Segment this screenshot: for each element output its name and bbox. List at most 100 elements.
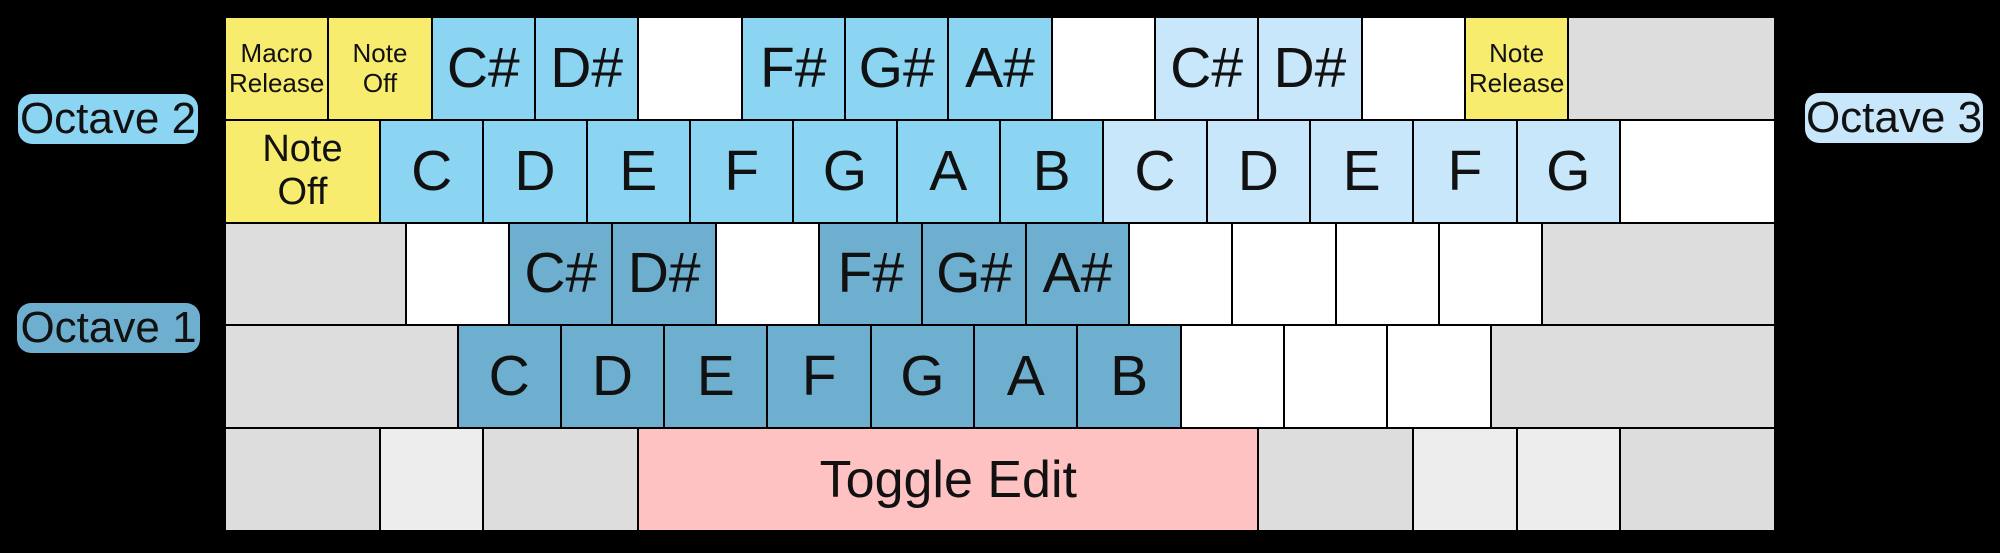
key-label: D — [1237, 138, 1279, 203]
key-label: E — [619, 138, 658, 203]
key-label: D — [514, 138, 556, 203]
key-tab: Note Off — [225, 119, 380, 223]
octave-2-label: Octave 2 — [18, 94, 198, 144]
key-label: G# — [936, 241, 1013, 306]
key-label: B — [1032, 138, 1071, 203]
key-label: F — [1447, 138, 1483, 203]
key-6: G# — [844, 17, 949, 120]
key-u: B — [999, 119, 1104, 223]
key-0: D# — [1258, 17, 1362, 120]
key-label: C# — [524, 241, 598, 306]
key-label: Toggle Edit — [819, 450, 1077, 509]
key-w: D — [483, 119, 587, 223]
key-label: Note Off — [352, 37, 408, 99]
key-4 — [638, 17, 742, 120]
key-label: F — [724, 138, 760, 203]
key-s: C# — [509, 222, 613, 326]
key-label: D# — [550, 35, 624, 100]
key-n: A — [974, 325, 1078, 429]
key-menu — [1516, 428, 1620, 531]
key-f — [715, 222, 820, 326]
key-comma — [1180, 325, 1285, 429]
key-o: D — [1206, 119, 1310, 223]
key-9: C# — [1154, 17, 1259, 120]
key-label: C — [488, 344, 530, 409]
key-label: Note Off — [262, 127, 343, 214]
key-win-right — [1413, 428, 1517, 531]
key-period — [1284, 325, 1388, 429]
keyboard-row-space: Toggle Edit — [225, 428, 1775, 531]
key-label: D# — [1273, 35, 1347, 100]
key-8 — [1051, 17, 1155, 120]
key-capslock — [225, 222, 406, 326]
keyboard-row-home: C# D# F# G# A# — [225, 222, 1775, 326]
key-1: Note Off — [328, 17, 432, 120]
key-label: C — [1134, 138, 1176, 203]
key-win-left — [380, 428, 484, 531]
key-minus — [1361, 17, 1465, 120]
key-equals: Note Release — [1464, 17, 1569, 120]
key-c: E — [664, 325, 768, 429]
key-5: F# — [741, 17, 845, 120]
key-ctrl-left — [225, 428, 380, 531]
key-ctrl-right — [1619, 428, 1775, 531]
key-i: C — [1103, 119, 1207, 223]
key-label: F — [801, 344, 837, 409]
key-t: G — [793, 119, 897, 223]
key-label: C — [411, 138, 453, 203]
key-enter — [1542, 222, 1775, 326]
key-shift-right — [1490, 325, 1775, 429]
key-m: B — [1077, 325, 1181, 429]
key-label: F# — [837, 241, 905, 306]
key-q: C — [380, 119, 484, 223]
key-label: E — [1342, 138, 1381, 203]
key-alt-left — [483, 428, 639, 531]
key-y: A — [896, 119, 1000, 223]
key-l — [1232, 222, 1336, 326]
key-label: G — [900, 344, 945, 409]
key-3: D# — [534, 17, 639, 120]
key-b: G — [870, 325, 975, 429]
key-label: E — [696, 344, 735, 409]
key-label: D — [591, 344, 634, 409]
key-label: F# — [760, 35, 827, 100]
key-quote — [1439, 222, 1543, 326]
key-label: A — [929, 138, 968, 203]
key-2: C# — [431, 17, 535, 120]
key-bracket-right: G — [1516, 119, 1620, 223]
key-bracket-left: F — [1413, 119, 1517, 223]
key-p: E — [1309, 119, 1414, 223]
key-label: G — [1546, 138, 1591, 203]
key-semicolon — [1335, 222, 1440, 326]
key-alt-right — [1258, 428, 1414, 531]
key-h: G# — [922, 222, 1026, 326]
key-z: C — [457, 325, 561, 429]
key-k — [1129, 222, 1233, 326]
key-g: F# — [819, 222, 923, 326]
key-label: B — [1110, 344, 1149, 409]
key-label: G# — [858, 35, 935, 100]
key-e: E — [586, 119, 690, 223]
key-r: F — [689, 119, 794, 223]
key-label: A# — [1042, 241, 1113, 306]
octave-1-label: Octave 1 — [17, 303, 200, 353]
key-backtick: Macro Release — [225, 17, 329, 120]
key-label: D# — [627, 241, 701, 306]
key-label: G — [822, 138, 868, 203]
key-label: C# — [1170, 35, 1244, 100]
key-a — [405, 222, 510, 326]
key-x: D — [560, 325, 665, 429]
key-label: C# — [446, 35, 520, 100]
key-backslash — [1619, 119, 1775, 223]
key-label: Macro Release — [228, 37, 325, 99]
key-j: A# — [1025, 222, 1130, 326]
key-d: D# — [612, 222, 716, 326]
key-backspace — [1568, 17, 1775, 120]
key-space: Toggle Edit — [638, 428, 1259, 531]
key-label: Note Release — [1468, 37, 1565, 99]
octave-3-label: Octave 3 — [1805, 93, 1983, 143]
